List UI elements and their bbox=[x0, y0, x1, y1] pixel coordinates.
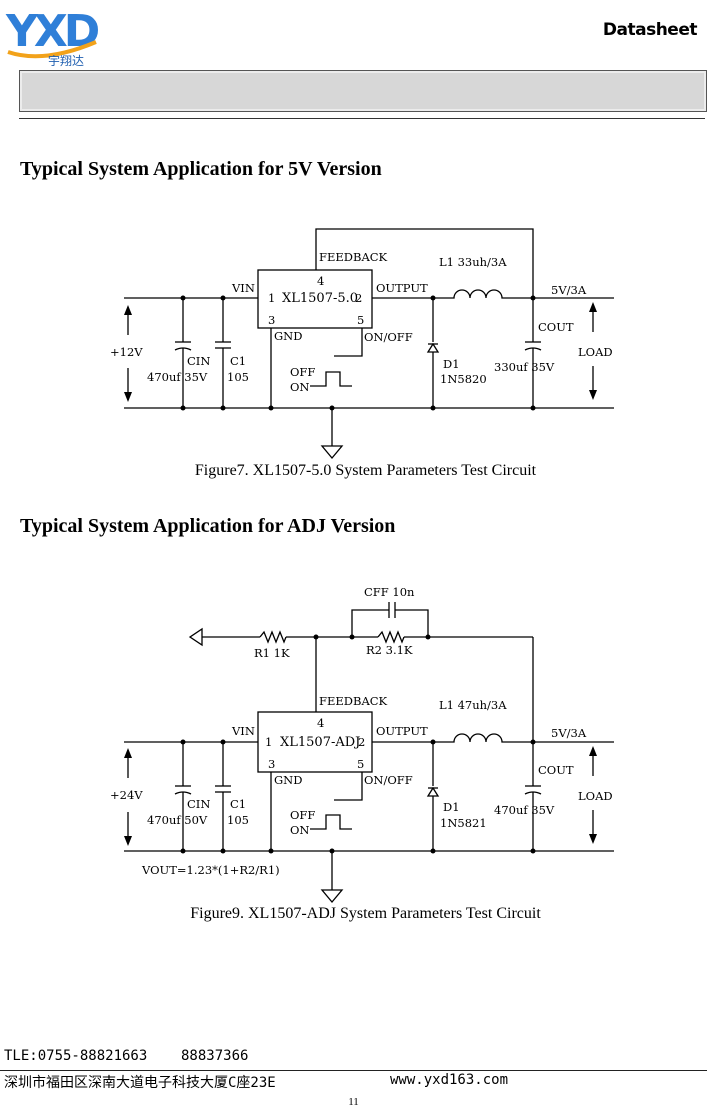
label-gnd: GND bbox=[274, 329, 302, 343]
ic-name: XL1507-5.0 bbox=[282, 291, 358, 306]
label-pin5: 5 bbox=[357, 757, 364, 771]
label-pin3: 3 bbox=[268, 757, 275, 771]
figure-caption-adj: Figure9. XL1507-ADJ System Parameters Te… bbox=[190, 905, 541, 922]
ic-name: XL1507-ADJ bbox=[280, 735, 360, 750]
label-pin4: 4 bbox=[317, 716, 324, 730]
label-off: OFF bbox=[290, 808, 315, 822]
label-on: ON bbox=[290, 823, 310, 837]
label-formula: VOUT=1.23*(1+R2/R1) bbox=[141, 863, 280, 877]
label-cout-value: 330uf 35V bbox=[494, 360, 555, 374]
label-pin1: 1 bbox=[265, 735, 272, 749]
label-load: LOAD bbox=[578, 789, 613, 803]
logo-text: YXD bbox=[5, 6, 99, 57]
logo-subtext: 宇翔达 bbox=[48, 54, 84, 68]
label-onoff: ON/OFF bbox=[364, 330, 413, 344]
label-pin5: 5 bbox=[357, 313, 364, 327]
label-cin: CIN bbox=[187, 354, 210, 368]
label-cin-value: 470uf 35V bbox=[147, 370, 208, 384]
label-c1: C1 bbox=[230, 797, 246, 811]
label-out: 5V/3A bbox=[551, 283, 587, 297]
header-divider bbox=[19, 118, 705, 119]
label-vin: VIN bbox=[231, 724, 255, 738]
label-feedback: FEEDBACK bbox=[319, 694, 388, 708]
circuit-5v: FEEDBACK 4 VIN 1 XL1507-5.0 2 3 5 GND OU… bbox=[110, 228, 614, 460]
circuit-adj: CFF 10n R1 1K R2 3.1K FEEDBACK 4 VIN 1 X… bbox=[110, 585, 614, 904]
label-r2: R2 3.1K bbox=[366, 643, 413, 657]
label-l1: L1 47uh/3A bbox=[439, 698, 507, 712]
label-cout: COUT bbox=[538, 763, 574, 777]
footer-phone: TLE:0755-88821663 88837366 bbox=[4, 1048, 249, 1064]
footer-address: 深圳市福田区深南大道电子科技大厦C座23E bbox=[4, 1075, 276, 1091]
label-gnd: GND bbox=[274, 773, 302, 787]
datasheet-label: Datasheet bbox=[602, 20, 698, 40]
label-c1: C1 bbox=[230, 354, 246, 368]
label-out: 5V/3A bbox=[551, 726, 587, 740]
label-d1: D1 bbox=[443, 800, 460, 814]
footer-divider bbox=[0, 1070, 707, 1071]
label-cin-value: 470uf 50V bbox=[147, 813, 208, 827]
section-title-adj: Typical System Application for ADJ Versi… bbox=[20, 515, 396, 537]
label-onoff: ON/OFF bbox=[364, 773, 413, 787]
header-bar bbox=[19, 70, 707, 112]
label-pin4: 4 bbox=[317, 274, 324, 288]
label-c1-value: 105 bbox=[227, 813, 249, 827]
label-d1-value: 1N5821 bbox=[440, 816, 487, 830]
label-pin2: 2 bbox=[355, 291, 362, 305]
label-vin-value: +12V bbox=[110, 345, 143, 359]
label-r1: R1 1K bbox=[254, 646, 290, 660]
label-d1: D1 bbox=[443, 357, 460, 371]
label-on: ON bbox=[290, 380, 310, 394]
label-pin1: 1 bbox=[268, 291, 275, 305]
company-logo: YXD 宇翔达 bbox=[5, 6, 103, 68]
figure-caption-5v: Figure7. XL1507-5.0 System Parameters Te… bbox=[194, 462, 537, 479]
label-c1-value: 105 bbox=[227, 370, 249, 384]
label-d1-value: 1N5820 bbox=[440, 372, 487, 386]
label-pin2: 2 bbox=[358, 735, 365, 749]
label-cout-value: 470uf 35V bbox=[494, 803, 555, 817]
label-vin: VIN bbox=[231, 281, 255, 295]
label-cin: CIN bbox=[187, 797, 210, 811]
label-off: OFF bbox=[290, 365, 315, 379]
section-title-5v: Typical System Application for 5V Versio… bbox=[20, 158, 382, 180]
label-output: OUTPUT bbox=[376, 281, 428, 295]
label-output: OUTPUT bbox=[376, 724, 428, 738]
label-cff: CFF 10n bbox=[364, 585, 415, 599]
page-number: 11 bbox=[348, 1096, 359, 1108]
label-l1: L1 33uh/3A bbox=[439, 255, 507, 269]
label-cout: COUT bbox=[538, 320, 574, 334]
label-load: LOAD bbox=[578, 345, 613, 359]
label-vin-value: +24V bbox=[110, 788, 143, 802]
footer-website[interactable]: www.yxd163.com bbox=[390, 1072, 509, 1088]
label-pin3: 3 bbox=[268, 313, 275, 327]
label-feedback: FEEDBACK bbox=[319, 250, 388, 264]
